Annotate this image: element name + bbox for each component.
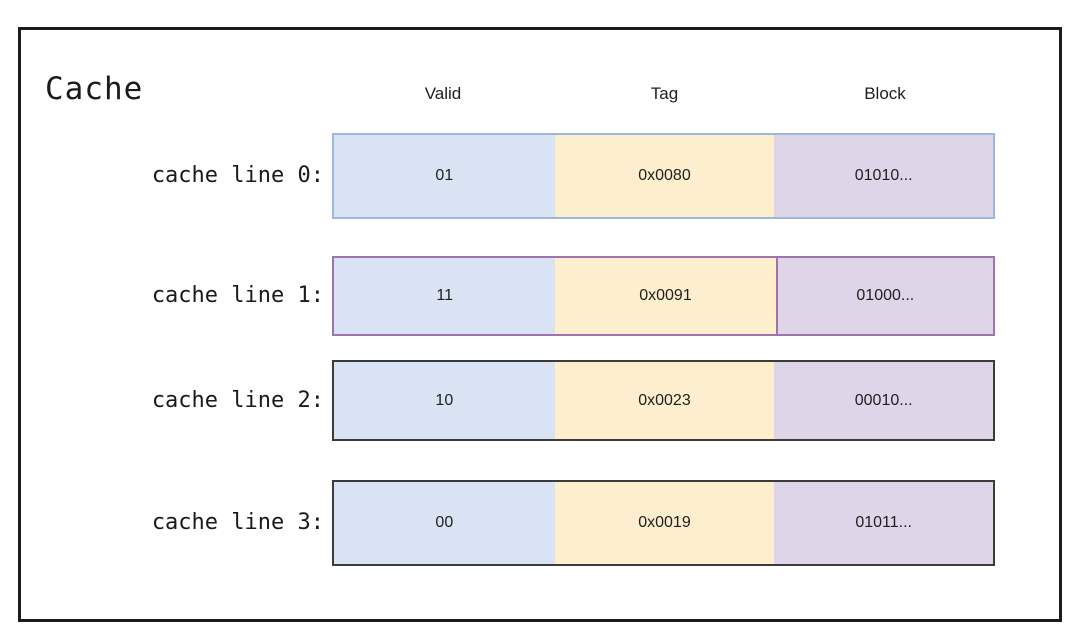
cache-line-3-valid-cell: 00 [334,482,555,564]
cache-line-1-valid-cell: 11 [334,258,556,334]
cache-line-row-0: 01 0x0080 01010... [332,133,995,219]
cache-line-0-tag-cell: 0x0080 [554,135,775,217]
cache-line-1-tag-cell: 0x0091 [555,258,776,334]
cache-line-2-tag-cell: 0x0023 [554,362,775,439]
cache-line-2-block-cell: 00010... [774,362,993,439]
cache-line-label-2: cache line 2: [151,388,324,413]
cache-line-3-block-cell: 01011... [774,482,993,564]
column-header-block: Block [864,84,906,103]
column-header-valid: Valid [424,84,462,103]
cache-line-0-block-cell: 01010... [774,135,993,217]
cache-line-1-block-cell: 01000... [775,258,993,334]
cache-line-0-valid-cell: 01 [334,135,555,217]
cache-line-label-1: cache line 1: [151,283,324,308]
page-title: Cache [45,71,144,107]
cache-diagram-frame: Cache Valid Tag Block cache line 0: 01 0… [18,27,1062,622]
cache-line-3-tag-cell: 0x0019 [554,482,775,564]
column-header-tag: Tag [650,84,679,103]
cache-line-label-3: cache line 3: [151,510,324,535]
cache-line-row-1: 11 0x0091 01000... [332,256,995,336]
cache-line-row-2: 10 0x0023 00010... [332,360,995,441]
cache-line-row-3: 00 0x0019 01011... [332,480,995,566]
cache-line-2-valid-cell: 10 [334,362,555,439]
cache-line-label-0: cache line 0: [151,163,324,188]
